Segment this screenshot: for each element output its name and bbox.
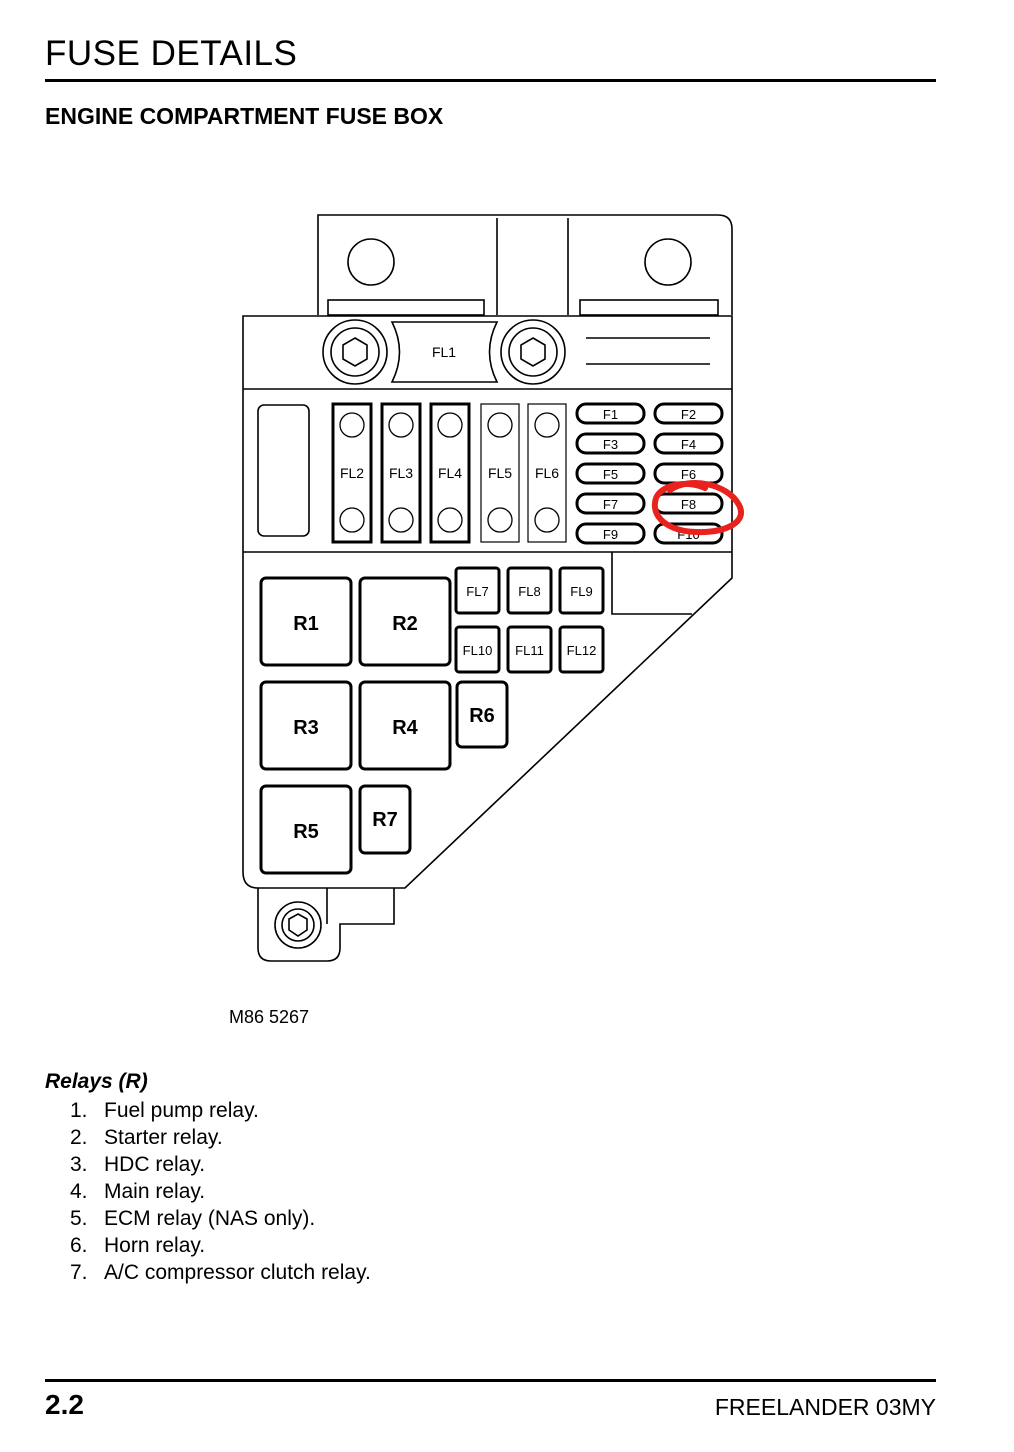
fuse-label-f7: F7: [603, 497, 618, 512]
fuse-f8: F8: [653, 492, 724, 515]
relays-list: 1.Fuel pump relay. 2.Starter relay. 3.HD…: [70, 1097, 371, 1286]
relay-r1: R1: [259, 576, 353, 667]
fuse-label-f9: F9: [603, 527, 618, 542]
fusible-link-fl9: FL9: [558, 566, 605, 615]
fuse-label-f8: F8: [681, 497, 696, 512]
page-title: FUSE DETAILS: [45, 34, 298, 73]
fuse-f2: F2: [653, 402, 724, 425]
fuse-f1: F1: [575, 402, 646, 425]
fuse-f7: F7: [575, 492, 646, 515]
relay-label-r2: R2: [392, 613, 418, 635]
fusible-link-fl4: FL4: [429, 402, 471, 544]
fuse-label-f6: F6: [681, 467, 696, 482]
fusible-link-fl2: FL2: [331, 402, 373, 544]
relay-r6: R6: [455, 680, 509, 749]
fuse-label-fl4: FL4: [438, 465, 462, 481]
fuse-label-f2: F2: [681, 407, 696, 422]
relay-label-r7: R7: [372, 809, 398, 831]
fuse-f4: F4: [653, 432, 724, 455]
fuse-label-fl5: FL5: [488, 465, 512, 481]
relay-label-r1: R1: [293, 613, 319, 635]
relays-list-heading: Relays (R): [45, 1070, 148, 1093]
fuse-f5: F5: [575, 462, 646, 485]
relay-r3: R3: [259, 680, 353, 771]
fuse-label-fl6: FL6: [535, 465, 559, 481]
relay-r2: R2: [358, 576, 452, 667]
fuse-label-f4: F4: [681, 437, 696, 452]
fuse-label-fl12: FL12: [567, 643, 597, 658]
list-item: 3.HDC relay.: [70, 1153, 206, 1176]
fusible-link-fl5: FL5: [480, 403, 520, 543]
relay-r7: R7: [358, 784, 412, 855]
list-item: 1.Fuel pump relay.: [70, 1099, 259, 1122]
fuse-f3: F3: [575, 432, 646, 455]
fuse-label-fl2: FL2: [340, 465, 364, 481]
fusible-link-fl6: FL6: [527, 403, 567, 543]
header-rule: [45, 79, 936, 82]
highlight-circle: [651, 480, 744, 536]
relay-label-r5: R5: [293, 821, 319, 843]
fuse-label-fl3: FL3: [389, 465, 413, 481]
footer-title: FREELANDER 03MY: [714, 1394, 936, 1420]
relay-label-r6: R6: [469, 705, 495, 727]
fuse-label-fl7: FL7: [466, 584, 488, 599]
fusible-link-fl3: FL3: [380, 402, 422, 544]
fuse-label-f3: F3: [603, 437, 618, 452]
fuse-label-f1: F1: [603, 407, 618, 422]
fusible-link-fl11: FL11: [506, 625, 553, 674]
fusible-link-fl12: FL12: [558, 625, 605, 674]
figure-code: M86 5267: [229, 1007, 310, 1027]
relay-r5: R5: [259, 784, 353, 875]
fuse-label-fl9: FL9: [570, 584, 592, 599]
relay-label-r3: R3: [293, 717, 319, 739]
fuse-label-fl11: FL11: [515, 643, 544, 658]
fusible-link-fl10: FL10: [454, 625, 501, 674]
fuse-f9: F9: [575, 522, 646, 545]
page-number: 2.2: [45, 1389, 84, 1420]
list-item: 4.Main relay.: [70, 1180, 206, 1203]
list-item: 5.ECM relay (NAS only).: [70, 1207, 316, 1230]
relay-r4: R4: [358, 680, 452, 771]
footer-rule: [45, 1379, 936, 1382]
list-item: 2.Starter relay.: [70, 1126, 223, 1149]
fuse-label-fl8: FL8: [518, 584, 540, 599]
fuse-label-fl10: FL10: [463, 643, 493, 658]
fusible-link-fl8: FL8: [506, 566, 553, 615]
list-item: 6.Horn relay.: [70, 1234, 206, 1257]
fuse-label-fl1: FL1: [432, 344, 456, 360]
list-item: 7.A/C compressor clutch relay.: [70, 1261, 371, 1284]
fusible-link-fl7: FL7: [454, 566, 501, 615]
section-title: ENGINE COMPARTMENT FUSE BOX: [45, 103, 444, 129]
fuse-f6: F6: [653, 462, 724, 485]
fuse-label-f5: F5: [603, 467, 618, 482]
relay-label-r4: R4: [392, 717, 418, 739]
